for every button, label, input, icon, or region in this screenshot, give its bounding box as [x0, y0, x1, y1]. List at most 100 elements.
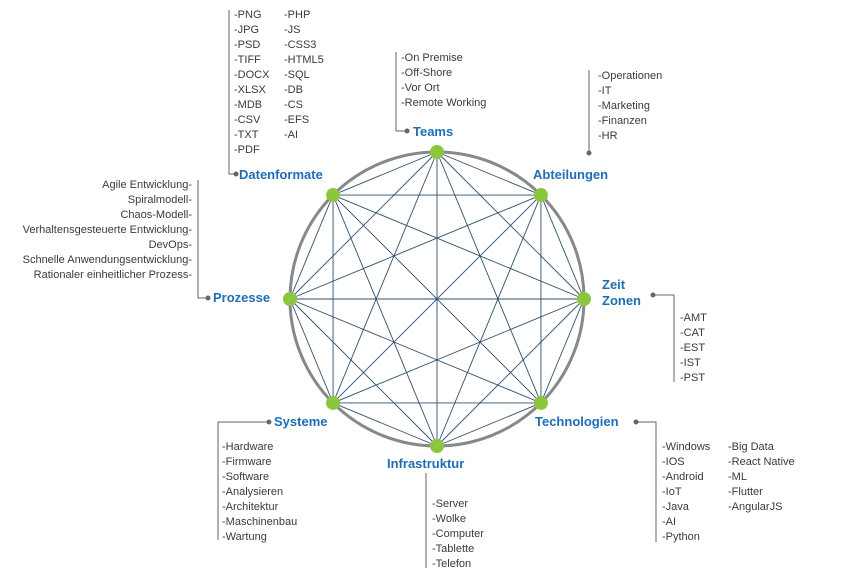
node-label-datenformate: Datenformate [239, 167, 323, 182]
list-datenformate-col2: -PHP-JS-CSS3-HTML5-SQL-DB-CS-EFS-AI [284, 8, 324, 143]
list-item: -Operationen [598, 70, 663, 82]
edge-technologien-infrastruktur [436, 402, 542, 447]
list-item: -Python [662, 531, 700, 543]
list-item: -HR [598, 130, 618, 142]
list-item: -Off-Shore [401, 67, 453, 79]
list-infrastruktur: -Server -Wolke -Computer -Tablette -Telefon [432, 497, 484, 572]
list-item: Spiralmodell- [127, 194, 192, 206]
list-item: -HTML5 [284, 54, 324, 66]
connector-zeitzonen [653, 294, 675, 382]
list-item: -Maschinenbau [222, 516, 298, 528]
list-technologien-col1: -Windows-IOS-Android-IoT-Java-AI-Python [662, 440, 710, 545]
list-item: -Vor Ort [401, 82, 440, 94]
edge-technologien-prozesse [289, 298, 542, 404]
list-item: -CS [284, 99, 303, 111]
list-item: -React Native [728, 456, 795, 468]
list-item: -Tablette [432, 543, 475, 555]
list-item: -Wolke [432, 513, 467, 525]
list-item: -DOCX [234, 69, 270, 81]
node-label-teams: Teams [413, 124, 454, 139]
list-teams: -On Premise-Off-Shore-Vor Ort-Remote Wor… [401, 51, 486, 111]
edge-infrastruktur-systeme [332, 402, 438, 447]
edge-teams-datenformate [332, 151, 438, 196]
list-item: -IT [598, 85, 612, 97]
list-item: -TIFF [234, 54, 261, 66]
list-item: -IoT [662, 486, 682, 498]
list-item: -On Premise [401, 52, 463, 64]
node-label-abteilungen: Abteilungen [533, 167, 609, 182]
list-item: -Computer [432, 528, 484, 540]
connector-zeitzonen-dot [650, 292, 656, 298]
list-item: -Java [662, 501, 689, 513]
list-item: -MDB [234, 99, 263, 111]
edge-abteilungen-zeitzonen [540, 194, 585, 300]
edge-abteilungen-infrastruktur [436, 194, 542, 447]
list-item: -Architektur [222, 501, 279, 513]
connector-technologien-dot [633, 419, 639, 425]
connector-prozesse-dot [205, 295, 211, 301]
list-item: -EFS [284, 114, 310, 126]
edge-teams-systeme [332, 151, 438, 404]
edge-abteilungen-prozesse [289, 194, 542, 300]
list-abteilungen: -Operationen-IT-Marketing-Finanzen-HR [598, 69, 662, 144]
node-prozesse [283, 292, 297, 306]
edge-zeitzonen-datenformate [332, 194, 585, 300]
list-item: -CSS3 [284, 39, 317, 51]
list-item: -Hardware [222, 441, 274, 453]
edge-zeitzonen-systeme [332, 298, 585, 404]
connector-abteilungen-dot [586, 150, 592, 156]
connector-prozesse [197, 180, 208, 299]
list-item: -Server [432, 498, 469, 510]
list-item: -Firmware [222, 456, 272, 468]
list-item: -JS [284, 24, 301, 36]
list-item: Schnelle Anwendungsentwicklung- [22, 254, 192, 266]
node-systeme [326, 395, 341, 410]
list-item: -Software [222, 471, 270, 483]
list-item: -PST [680, 372, 706, 384]
list-item: Verhaltensgesteuerte Entwicklung- [22, 224, 192, 236]
node-label-zeitzonen: Zeit Zonen [602, 277, 641, 309]
list-item: DevOps- [148, 239, 192, 251]
list-technologien-col2: -Big Data-React Native-ML-Flutter-Angula… [728, 440, 795, 515]
list-item: -Flutter [728, 486, 763, 498]
node-label-infrastruktur: Infrastruktur [387, 456, 465, 471]
list-item: -PHP [284, 9, 311, 21]
list-item: -ML [728, 471, 747, 483]
node-label-technologien: Technologien [535, 414, 619, 429]
list-item: -PSD [234, 39, 261, 51]
list-item: -EST [680, 342, 706, 354]
node-datenformate [326, 188, 341, 203]
list-item: -Big Data [728, 441, 774, 453]
edge-technologien-datenformate [332, 194, 542, 404]
connector-technologien [636, 421, 657, 542]
list-datenformate-col1: -PNG -JPG -PSD -TIFF -DOCX -XLSX -MDB -CSV -TXT -… [234, 8, 269, 158]
edge-infrastruktur-datenformate [332, 194, 438, 447]
list-item: -Wartung [222, 531, 267, 543]
list-item: Agile Entwicklung- [102, 179, 192, 191]
list-item: -AI [662, 516, 677, 528]
list-item: -Android [662, 471, 704, 483]
list-item: -Telefon [432, 558, 472, 570]
list-item: -AI [284, 129, 299, 141]
edge-teams-technologien [436, 151, 542, 404]
list-item: -Analysieren [222, 486, 284, 498]
edges-group [289, 151, 585, 447]
edge-teams-abteilungen [436, 151, 542, 196]
node-label-zeitzonen-line-1: Zeit [602, 277, 626, 292]
list-item: -XLSX [234, 84, 266, 96]
list-item: -IST [680, 357, 701, 369]
node-infrastruktur [430, 439, 444, 453]
list-item: -JPG [234, 24, 260, 36]
edge-systeme-prozesse [289, 298, 334, 404]
list-item: -CSV [234, 114, 261, 126]
list-item: -Windows [662, 441, 711, 453]
node-technologien [533, 395, 548, 410]
list-item: -Marketing [598, 100, 650, 112]
list-item: -TXT [234, 129, 259, 141]
list-item: -PNG [234, 9, 262, 21]
list-item: -PDF [234, 144, 260, 156]
edge-zeitzonen-technologien [540, 298, 585, 404]
node-abteilungen [533, 188, 548, 203]
node-label-zeitzonen-line-2: Zonen [602, 293, 641, 308]
